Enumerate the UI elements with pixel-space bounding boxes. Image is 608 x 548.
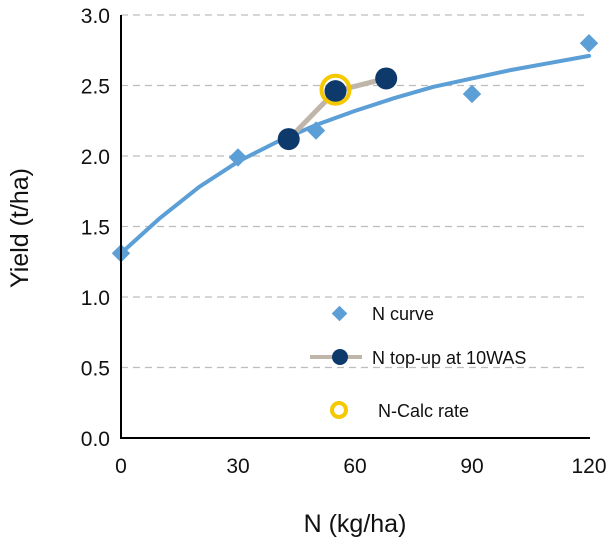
y-tick-label: 2.0 [81, 146, 110, 169]
n-curve-point [462, 84, 482, 104]
top-up-point [324, 80, 347, 103]
x-tick-label: 0 [115, 455, 127, 478]
n-curve-point [579, 34, 599, 53]
y-tick-label: 0.0 [81, 428, 110, 451]
legend-diamond-icon [331, 305, 348, 322]
n-curve-point [228, 148, 248, 167]
y-tick-label: 1.5 [81, 217, 110, 240]
y-tick-label: 3.0 [81, 5, 110, 28]
x-tick-label: 60 [343, 455, 366, 478]
x-axis-label: N (kg/ha) [304, 510, 407, 538]
top-up-point [375, 67, 398, 90]
legend: N curve N top-up at 10WAS N-Calc rate [310, 304, 526, 421]
legend-label-n-calc: N-Calc rate [378, 401, 469, 421]
legend-label-top-up: N top-up at 10WAS [372, 348, 526, 368]
top-up-point [277, 128, 300, 151]
y-tick-label: 2.5 [81, 76, 110, 99]
legend-ring-icon [330, 401, 348, 419]
legend-dot-icon [332, 349, 348, 365]
n-calc-rate-point [319, 73, 352, 106]
x-tick-label: 90 [460, 455, 483, 478]
n-curve-fit-line [119, 53, 591, 256]
legend-label-n-curve: N curve [372, 304, 434, 324]
x-tick-label: 120 [571, 455, 606, 478]
y-axis-label: Yield (t/ha) [6, 168, 34, 288]
y-tick-label: 0.5 [81, 358, 110, 381]
y-tick-label: 1.0 [81, 287, 110, 310]
x-tick-label: 30 [226, 455, 249, 478]
